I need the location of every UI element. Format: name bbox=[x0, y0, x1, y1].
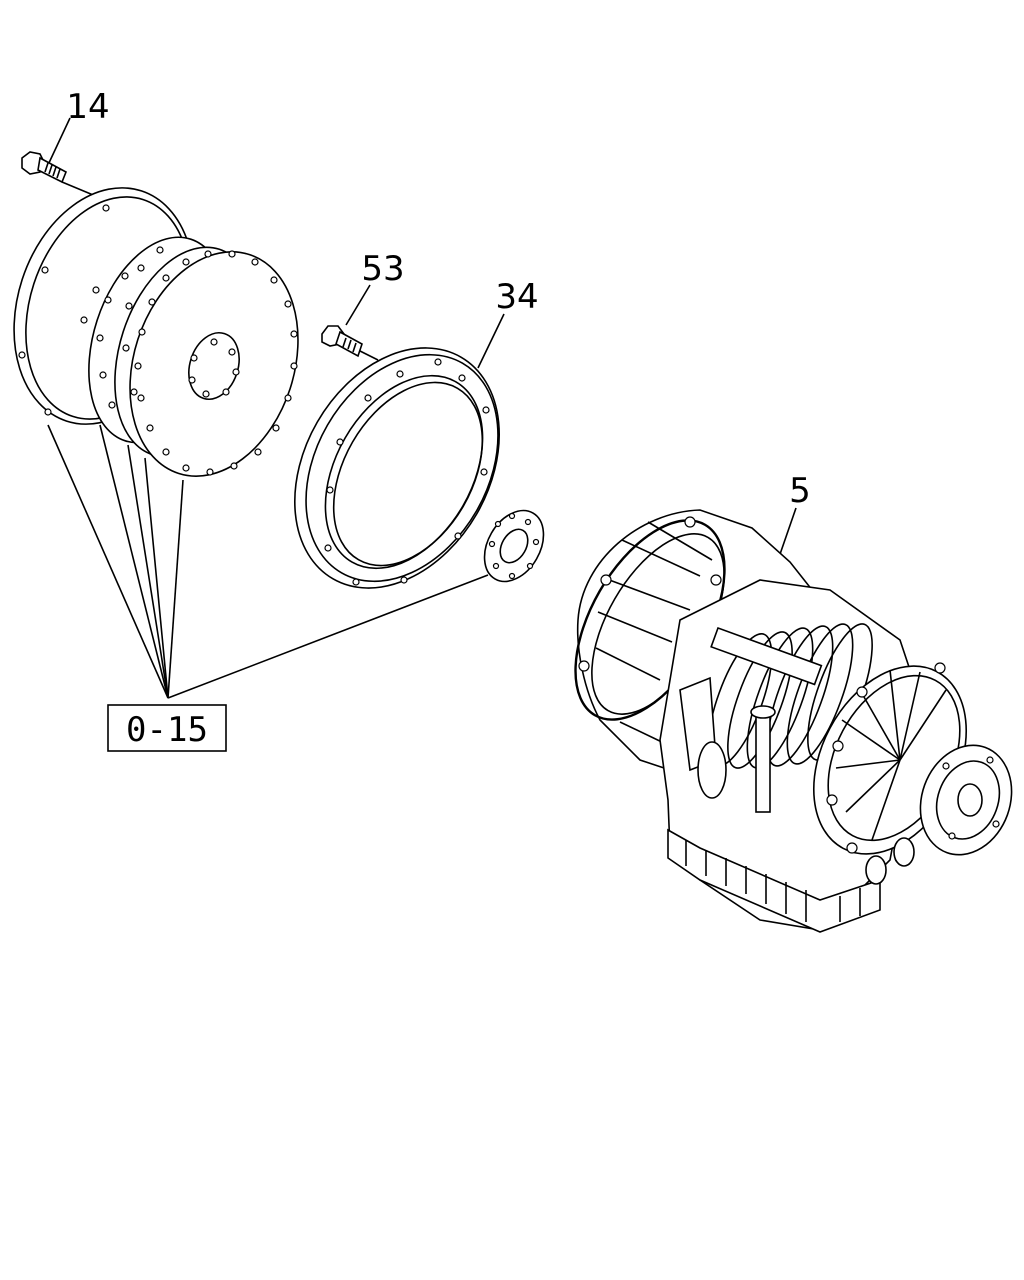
small-gasket-part bbox=[483, 509, 545, 583]
adapter-ring-34-part: 34 bbox=[294, 277, 539, 589]
flex-plate-assembly bbox=[13, 187, 299, 477]
front-plate-holes bbox=[134, 250, 298, 476]
callout-34: 34 bbox=[495, 277, 538, 317]
reference-leader-lines bbox=[47, 424, 489, 699]
bolt-53-part: 53 bbox=[321, 249, 405, 361]
callout-5: 5 bbox=[789, 471, 811, 511]
middle-plate-holes bbox=[96, 246, 164, 409]
bell-housing-ribs bbox=[595, 521, 713, 745]
callout-53: 53 bbox=[361, 249, 404, 289]
oil-pan-ribs bbox=[685, 840, 861, 922]
reference-box-label: 0-15 bbox=[126, 710, 208, 750]
transmission-assembly-5: 5 bbox=[574, 471, 1013, 933]
output-housing-ribs bbox=[835, 669, 947, 841]
bolt-14-part: 14 bbox=[21, 87, 110, 198]
callout-14: 14 bbox=[66, 87, 109, 127]
reference-box: 0-15 bbox=[107, 704, 227, 752]
rear-plate-holes bbox=[18, 204, 110, 416]
ring-holes bbox=[324, 358, 490, 586]
